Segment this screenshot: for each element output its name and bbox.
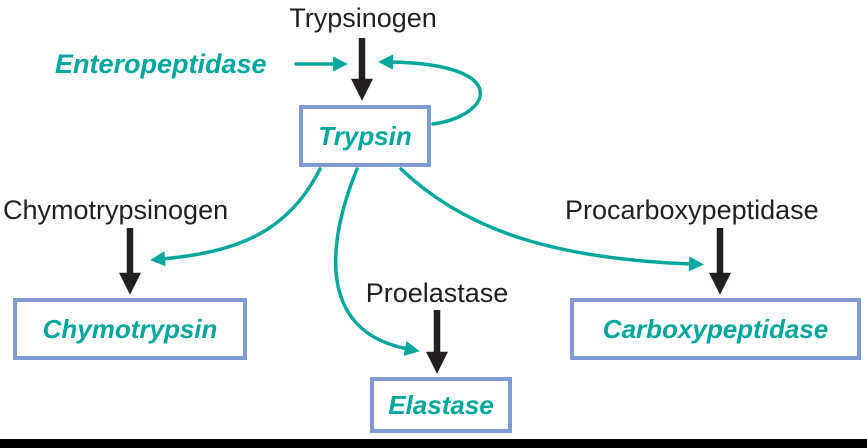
label-chymotrypsinogen: Chymotrypsinogen: [3, 195, 229, 225]
elastase-box: Elastase: [370, 377, 512, 433]
label-enteropeptidase: Enteropeptidase: [55, 49, 267, 79]
label-elastase: Elastase: [388, 389, 494, 420]
label-trypsinogen: Trypsinogen: [289, 3, 437, 33]
trypsin-box: Trypsin: [299, 105, 431, 167]
label-procarboxypeptidase: Procarboxypeptidase: [565, 195, 819, 225]
label-trypsin: Trypsin: [318, 120, 412, 151]
chymotrypsin-box: Chymotrypsin: [13, 298, 247, 360]
label-chymotrypsin: Chymotrypsin: [42, 313, 218, 344]
label-proelastase: Proelastase: [365, 278, 509, 308]
bottom-rule: [0, 439, 867, 448]
carboxypeptidase-box: Carboxypeptidase: [570, 298, 861, 360]
label-carboxypeptidase: Carboxypeptidase: [602, 313, 829, 344]
arrow-trypsin-to-proelastase: [333, 167, 420, 356]
